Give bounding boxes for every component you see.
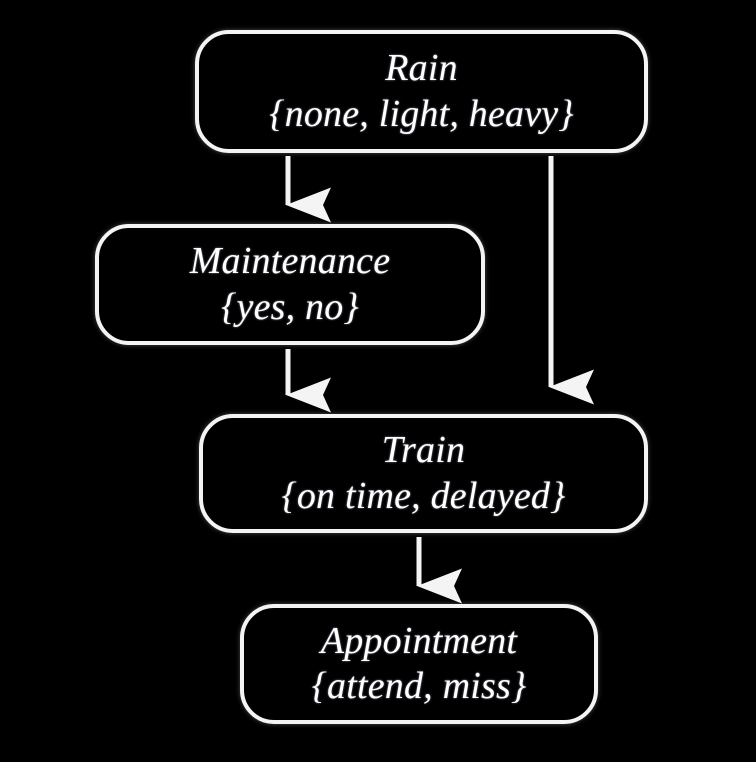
node-train[interactable]: Train {on time, delayed} (199, 414, 648, 533)
node-maintenance-label: Maintenance (189, 240, 391, 283)
node-rain-label: Rain (385, 47, 458, 90)
node-rain[interactable]: Rain {none, light, heavy} (195, 30, 648, 153)
node-maintenance-states: {yes, no} (221, 285, 359, 328)
node-rain-states: {none, light, heavy} (269, 92, 574, 135)
node-appointment[interactable]: Appointment {attend, miss} (240, 604, 598, 724)
node-appointment-label: Appointment (320, 619, 518, 662)
node-appointment-states: {attend, miss} (311, 665, 527, 707)
node-maintenance[interactable]: Maintenance {yes, no} (95, 224, 485, 345)
node-train-label: Train (381, 429, 466, 472)
node-train-states: {on time, delayed} (281, 474, 566, 517)
